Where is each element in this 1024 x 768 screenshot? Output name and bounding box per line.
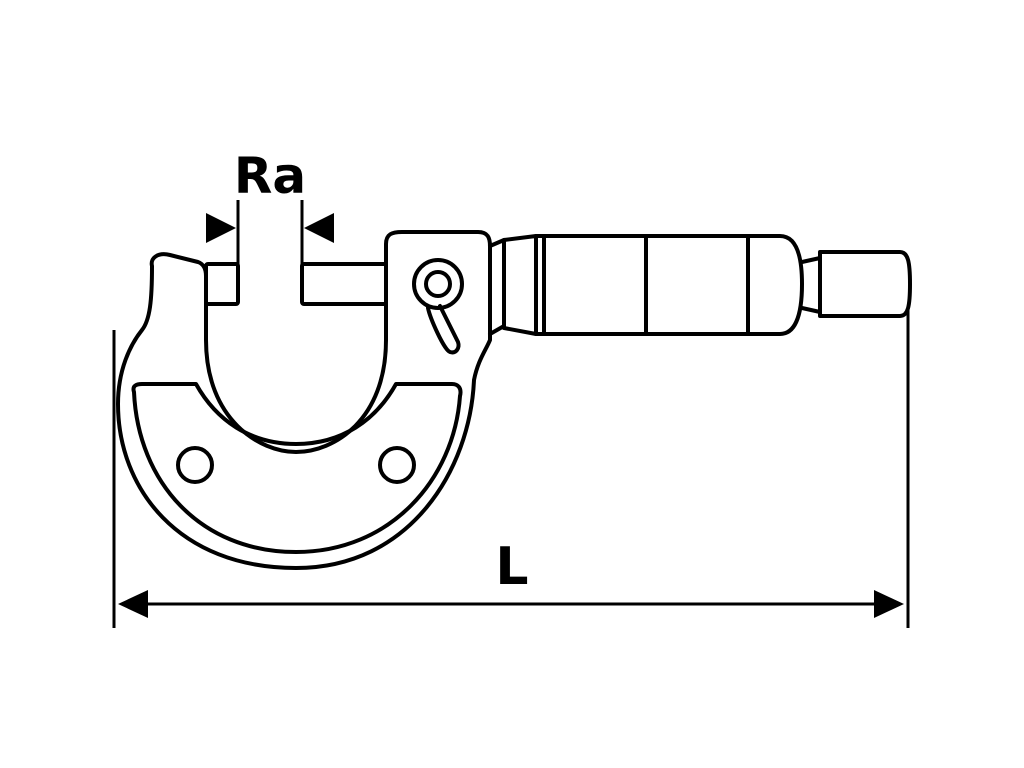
gap-label: Ra [234, 147, 306, 205]
lock-ring-inner [424, 270, 452, 298]
gap-arrow-left [206, 213, 236, 243]
rivet-right [378, 446, 416, 484]
lock-ring [412, 258, 464, 310]
gap-arrow-right [304, 213, 334, 243]
length-arrow-left [118, 590, 148, 618]
rivet-left [176, 446, 214, 484]
length-label: L [495, 537, 528, 597]
ratchet-neck [800, 256, 822, 314]
anvil [204, 262, 240, 306]
sleeve [502, 234, 538, 336]
ratchet [818, 250, 912, 318]
length-dimension: L [112, 310, 910, 628]
sleeve-collar [488, 238, 506, 336]
thimble [534, 234, 804, 336]
lock-lever [426, 304, 461, 355]
gap-dimension: Ra [206, 147, 334, 264]
insulation-plate [131, 382, 463, 554]
spindle [300, 262, 388, 306]
length-arrow-right [874, 590, 904, 618]
